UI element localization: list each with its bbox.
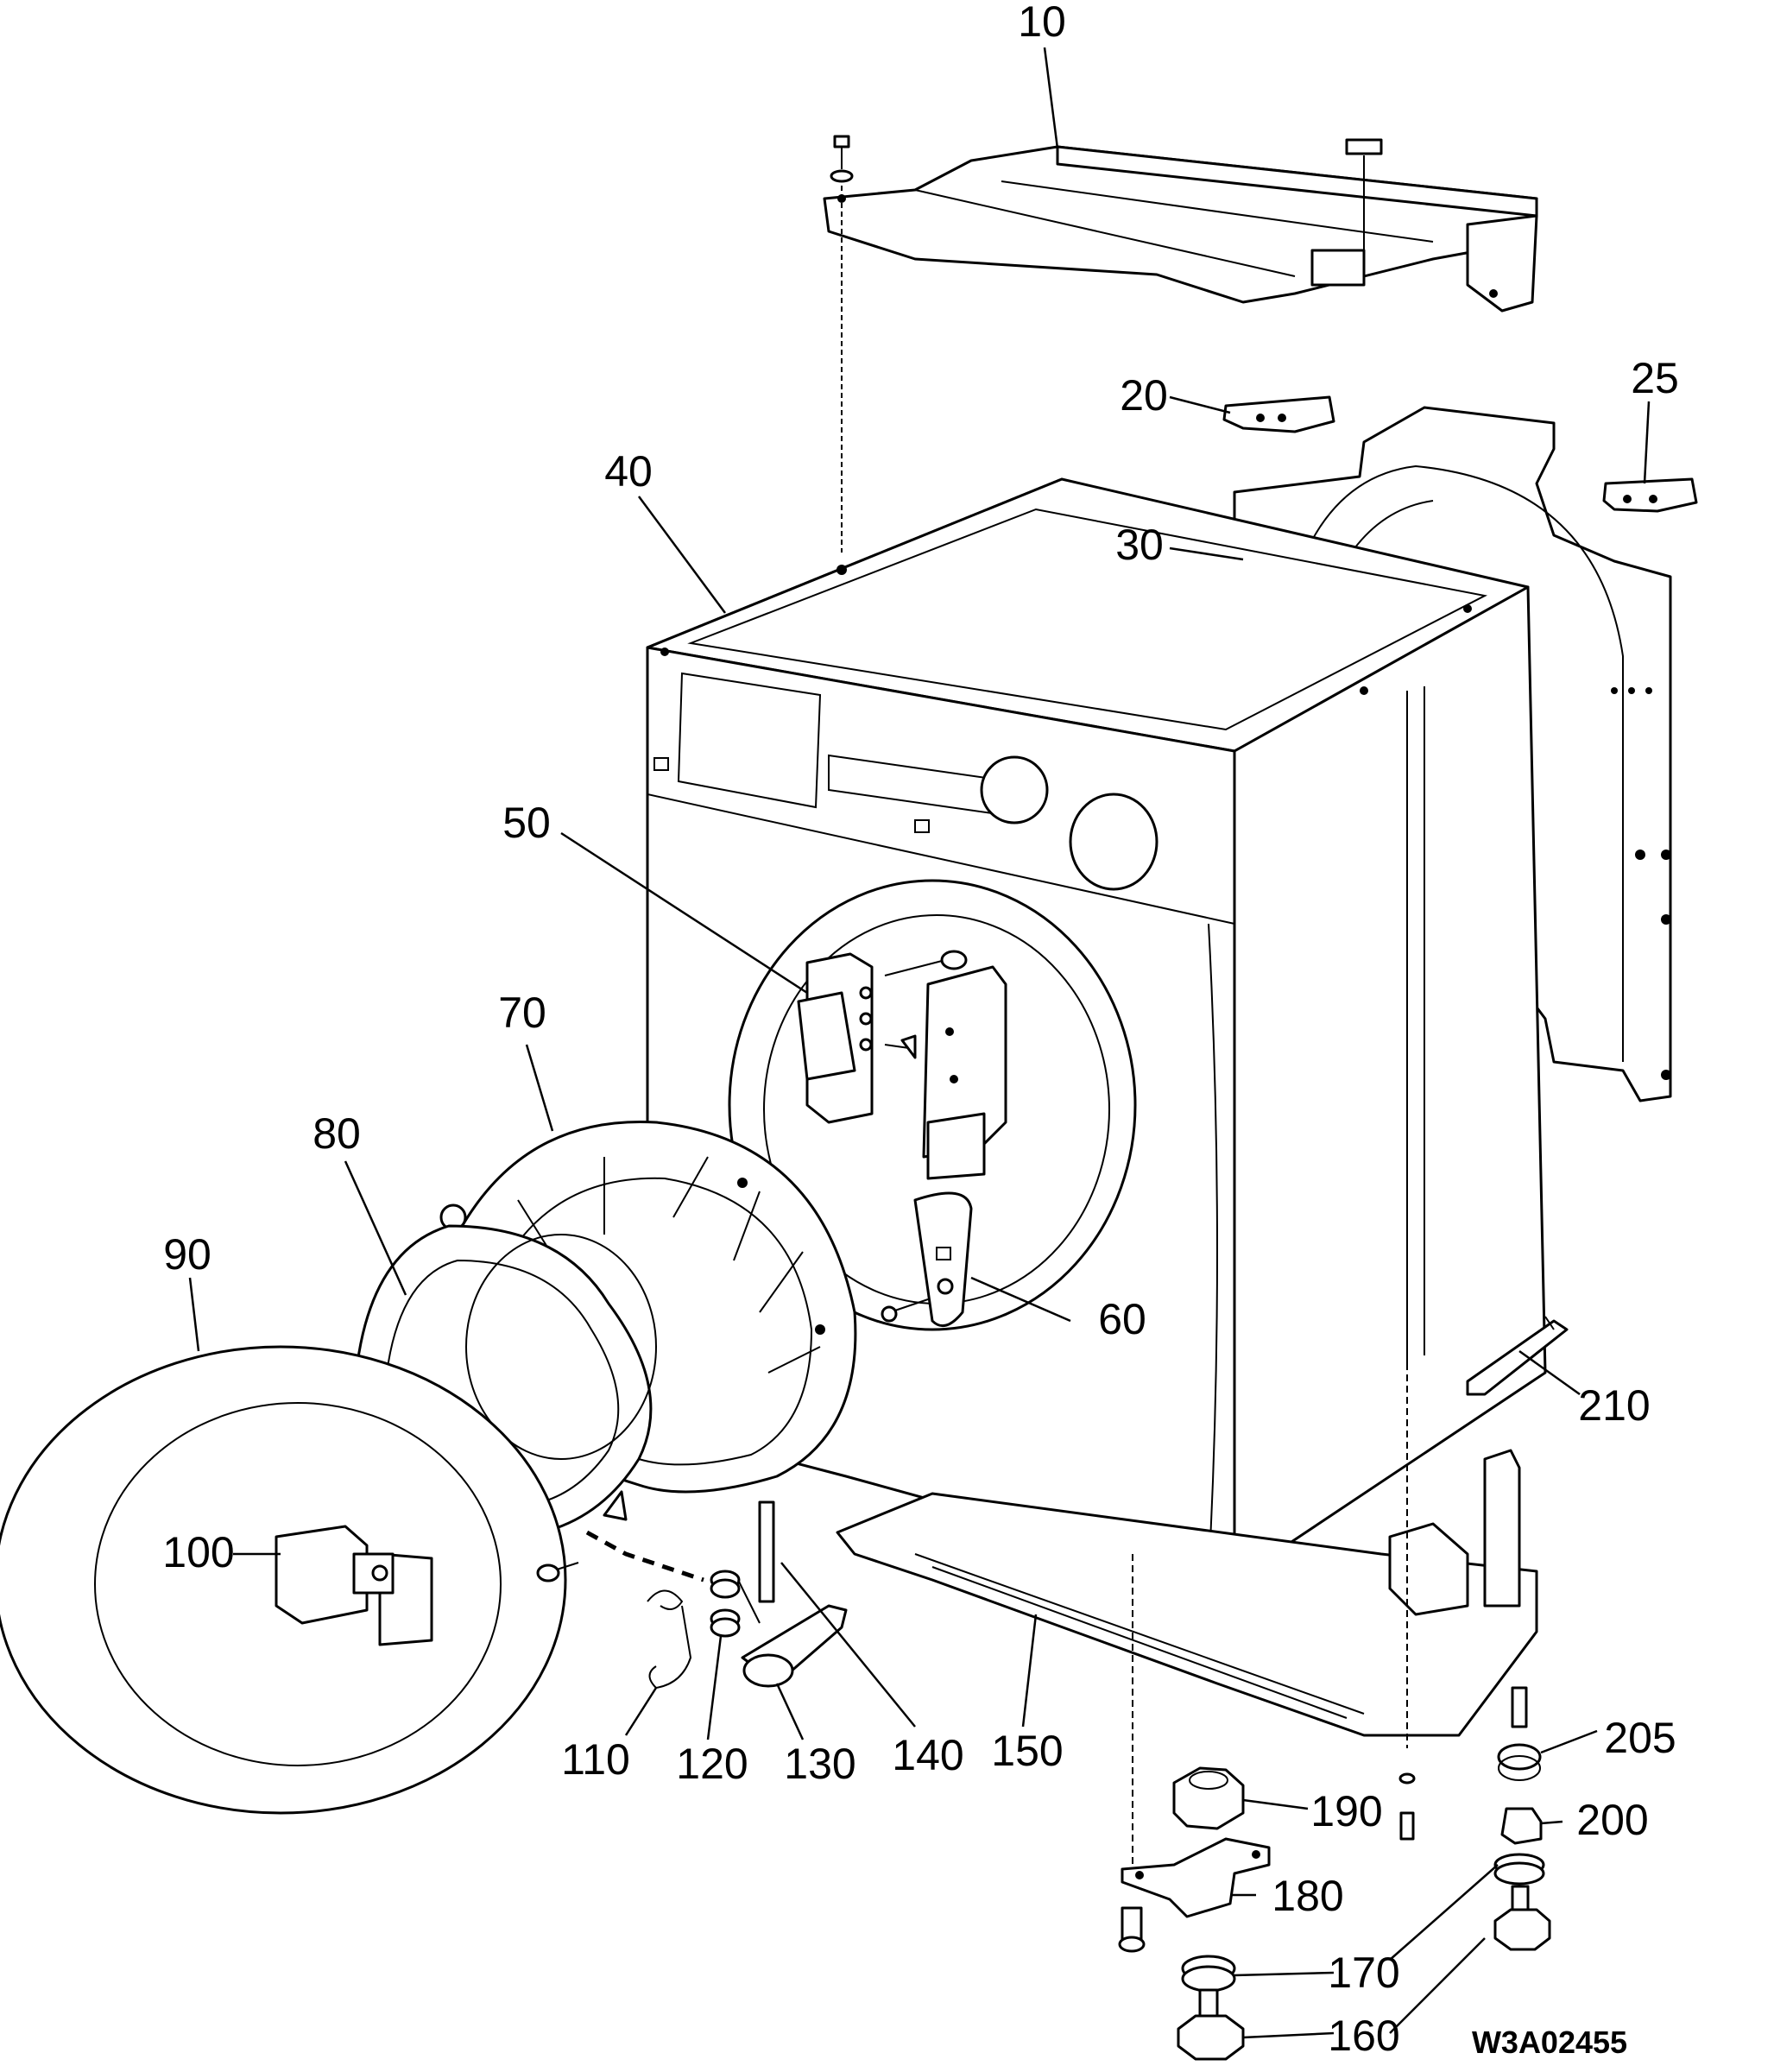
part-200-nut xyxy=(1500,1807,1543,1845)
base-bolt xyxy=(1398,1772,1416,1841)
part-170b-gear-nut xyxy=(1493,1853,1545,1886)
callout-80: 80 xyxy=(313,1109,361,1158)
hinge-plate xyxy=(922,965,1007,1180)
lock-screw xyxy=(881,1298,929,1323)
part-100-handle xyxy=(275,1525,395,1625)
callout-50: 50 xyxy=(502,799,551,847)
part-60-lock-cover xyxy=(913,1191,973,1328)
callout-190: 190 xyxy=(1310,1787,1382,1835)
drawing-reference: W3A02455 xyxy=(1472,2025,1627,2060)
top-frame-screw xyxy=(830,135,854,553)
part-20-clip xyxy=(1222,395,1335,433)
callout-130: 130 xyxy=(784,1740,855,1788)
callout-205: 205 xyxy=(1604,1714,1676,1762)
part-170-gear-nut xyxy=(1181,1955,1236,1993)
part-110-spring xyxy=(647,1589,692,1690)
part-160b-foot xyxy=(1493,1885,1551,1951)
part-130-lever xyxy=(741,1604,848,1688)
callout-170: 170 xyxy=(1328,1949,1399,1997)
callout-140: 140 xyxy=(892,1731,963,1779)
callout-60: 60 xyxy=(1098,1295,1146,1343)
callout-160: 160 xyxy=(1328,2012,1399,2060)
callout-110: 110 xyxy=(561,1735,630,1784)
hinge-screw xyxy=(884,950,968,976)
part-140-pin xyxy=(758,1500,775,1603)
leader-lines xyxy=(188,47,1651,2039)
callout-90: 90 xyxy=(163,1230,211,1279)
callout-120: 120 xyxy=(676,1740,748,1788)
callout-10: 10 xyxy=(1018,0,1066,46)
part-150-base-frame xyxy=(836,1330,1538,1748)
alignment-arrow xyxy=(603,1490,628,1521)
callout-100: 100 xyxy=(162,1528,234,1576)
callout-labels: 10 20 25 30 40 50 60 70 80 90 100 110 12… xyxy=(162,0,1679,2060)
part-205-bushing xyxy=(1497,1686,1542,1781)
callout-30: 30 xyxy=(1115,521,1164,569)
callout-210: 210 xyxy=(1578,1381,1650,1430)
callout-25: 25 xyxy=(1631,354,1679,402)
callout-180: 180 xyxy=(1272,1872,1343,1920)
part-25-clip xyxy=(1602,477,1698,513)
callout-40: 40 xyxy=(604,447,653,496)
part-50-hinge xyxy=(797,952,917,1124)
foot-screw xyxy=(1118,1906,1146,1953)
part-190-nut xyxy=(1172,1766,1245,1830)
callout-70: 70 xyxy=(498,989,546,1037)
part-180-foot-bracket xyxy=(1121,1554,1271,1918)
part-10-top-frame xyxy=(823,138,1538,313)
door-bottom-screw xyxy=(536,1562,579,1582)
part-120-spring-pair xyxy=(710,1570,761,1638)
part-160-foot xyxy=(1177,1988,1245,2061)
callout-200: 200 xyxy=(1576,1796,1648,1844)
part-210-bracket xyxy=(1466,1316,1569,1396)
hinge-alignment-line xyxy=(585,1530,704,1582)
callout-150: 150 xyxy=(991,1727,1063,1775)
callout-20: 20 xyxy=(1120,371,1168,420)
